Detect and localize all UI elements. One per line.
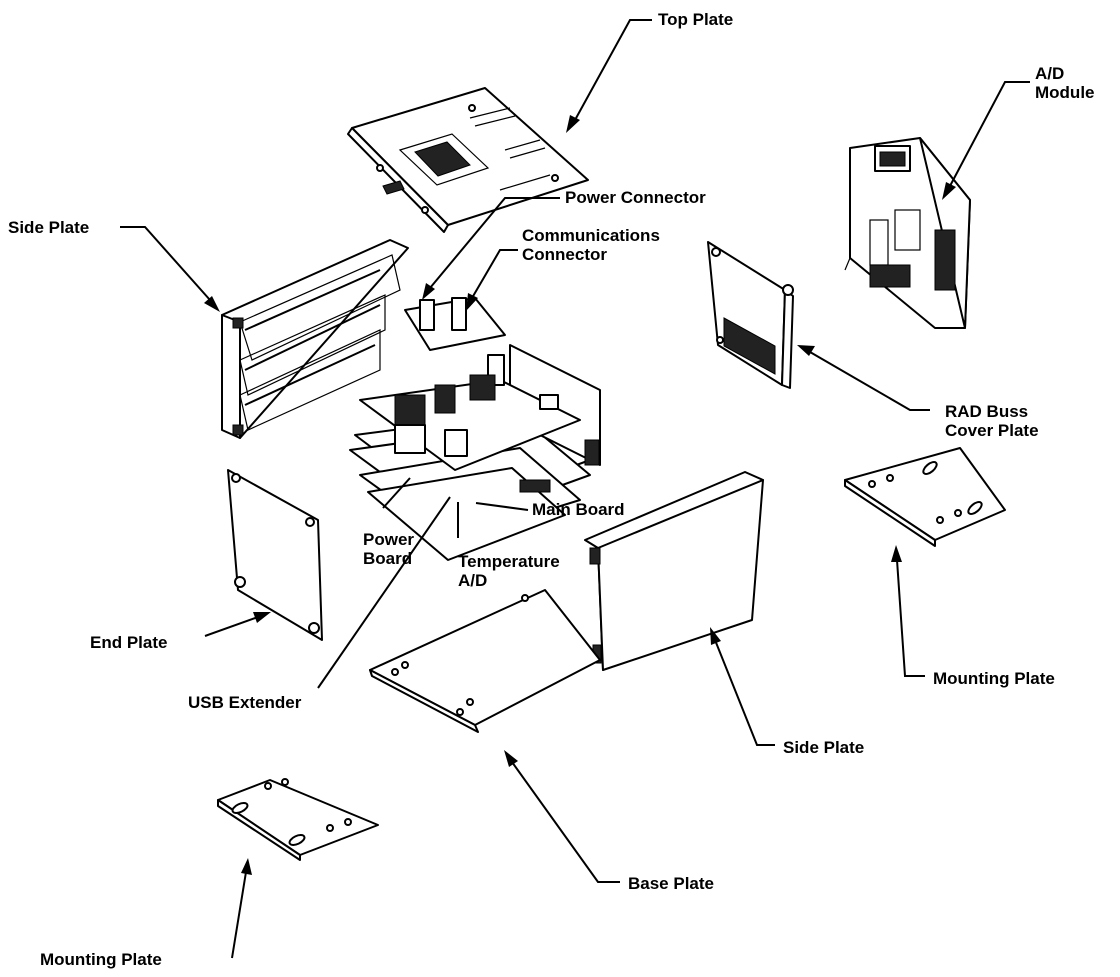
- label-temperature-ad: Temperature A/D: [458, 552, 560, 590]
- label-ad-module: A/D Module: [1035, 64, 1095, 102]
- leader-base-plate: [504, 750, 620, 883]
- label-power-board: Power Board: [363, 530, 415, 568]
- label-side-plate-left: Side Plate: [8, 218, 90, 237]
- rad-buss-cover-plate-part: [707, 241, 794, 389]
- leader-side-plate-right: [710, 627, 775, 746]
- mounting-plate-bottom-part: [217, 778, 379, 861]
- leader-power-connector: [422, 197, 560, 300]
- label-mounting-plate-bottom: Mounting Plate: [40, 950, 162, 969]
- label-top-plate: Top Plate: [658, 10, 734, 29]
- mounting-plate-right-part: [844, 447, 1006, 547]
- label-main-board: Main Board: [532, 500, 625, 519]
- leader-usb-extender: [317, 496, 451, 689]
- label-rad-buss-cover-plate: RAD Buss Cover Plate: [945, 402, 1039, 440]
- label-usb-extender: USB Extender: [188, 693, 302, 712]
- leader-mounting-plate-right: [891, 545, 925, 677]
- leader-communications-connector: [466, 249, 518, 311]
- label-power-connector: Power Connector: [565, 188, 706, 207]
- label-base-plate: Base Plate: [628, 874, 714, 893]
- leader-top-plate: [566, 19, 652, 133]
- leader-side-plate-left: [120, 226, 220, 312]
- end-plate-part: [227, 469, 323, 641]
- side-plate-left-part: [221, 239, 409, 439]
- top-plate-part: [347, 87, 589, 233]
- label-end-plate: End Plate: [90, 633, 168, 652]
- label-communications-connector: Communications Connector: [522, 226, 660, 264]
- leader-main-board: [475, 502, 529, 511]
- label-mounting-plate-right: Mounting Plate: [933, 669, 1055, 688]
- side-plate-right-part: [584, 471, 764, 671]
- leader-power-board: [382, 477, 411, 509]
- ad-module-part: [844, 137, 971, 329]
- base-plate-part: [369, 589, 601, 733]
- label-side-plate-right: Side Plate: [783, 738, 865, 757]
- leader-ad-module: [942, 81, 1030, 200]
- leader-end-plate: [204, 612, 271, 637]
- board-stack-part: [349, 297, 601, 561]
- leader-rad-buss: [797, 345, 930, 411]
- leader-mounting-plate-bottom: [231, 858, 252, 959]
